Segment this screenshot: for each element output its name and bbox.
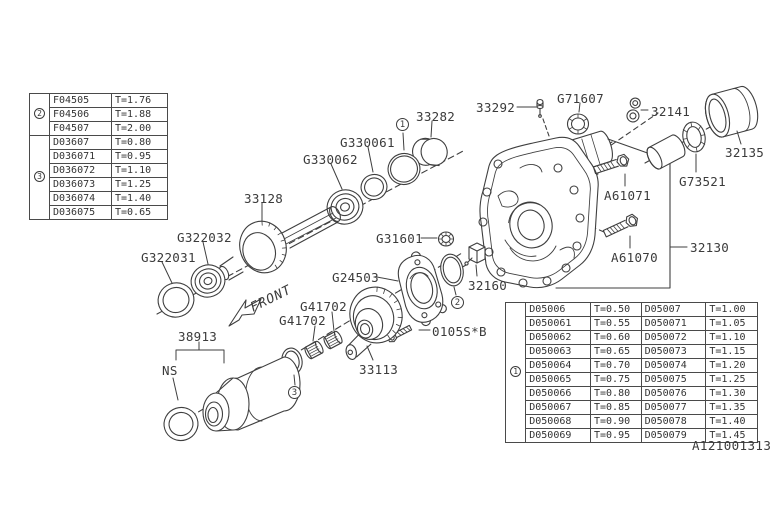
- bearing-g322032: [190, 264, 226, 298]
- drawing-number: A121001313: [692, 438, 772, 453]
- front-arrow: [228, 298, 262, 327]
- table-row: F04507 T=2.00: [30, 121, 168, 136]
- table-row: D050064 T=0.70 D050074 T=1.20: [506, 358, 758, 373]
- bearing-sleeve: [646, 134, 686, 170]
- bushing-g41702-front: [304, 340, 324, 360]
- group-marker-cell: 3: [29, 135, 50, 220]
- group-marker-1: 1: [510, 366, 522, 378]
- part-label-ns: NS: [162, 363, 178, 378]
- table-row: D050068 T=0.90 D050078 T=1.40: [506, 414, 758, 429]
- part-label-a61070: A61070: [611, 250, 658, 265]
- leader-lines: [161, 102, 742, 401]
- part-label-32141: 32141: [651, 104, 691, 119]
- clip-32141: [626, 97, 641, 123]
- part-label-33292: 33292: [476, 100, 516, 115]
- part-label-32135: 32135: [725, 145, 765, 160]
- housing-bore: [508, 201, 553, 249]
- seal-g71607: [566, 113, 590, 135]
- part-label-g71607: G71607: [557, 91, 604, 106]
- oil-seal-ns: [163, 406, 199, 442]
- callout-marker-1: 1: [396, 118, 409, 131]
- part-label-g322031: G322031: [141, 250, 196, 265]
- part-label-g41702-upper: G41702: [300, 299, 347, 314]
- part-label-33282: 33282: [416, 109, 456, 124]
- table-row: D036072 T=1.10: [30, 163, 168, 178]
- part-label-g24503: G24503: [332, 270, 379, 285]
- table-row: D050062 T=0.60 D050072 T=1.10: [506, 330, 758, 345]
- table-row: D036074 T=1.40: [30, 191, 168, 206]
- bearing-g330062: [326, 189, 364, 225]
- table-row: D050061 T=0.55 D050071 T=1.05: [506, 316, 758, 331]
- seal-g73521: [682, 121, 706, 153]
- table-row: 1 D05006 T=0.50 D05007 T=1.00: [504, 302, 758, 443]
- housing-bolt-holes: [478, 159, 585, 288]
- part-label-33113: 33113: [359, 362, 399, 377]
- part-label-g330062: G330062: [303, 152, 358, 167]
- bolt-a61071: [592, 153, 630, 175]
- table-row: F04506 T=1.88: [30, 107, 168, 122]
- retainer-g24503: [397, 251, 447, 327]
- coupling-38913: [202, 356, 301, 432]
- table-row: D050067 T=0.85 D050077 T=1.35: [506, 400, 758, 415]
- bushing-g41702-rear: [323, 330, 343, 350]
- table-row: D050069 T=0.95 D050079 T=1.45: [506, 428, 758, 443]
- part-label-g41702-lower: G41702: [279, 313, 326, 328]
- sleeve-32135: [704, 85, 759, 138]
- table-row: 2 F04505 T=1.76: [29, 93, 168, 136]
- part-label-38913: 38913: [178, 329, 218, 344]
- part-label-g31601: G31601: [376, 231, 423, 246]
- table-row: D036073 T=1.25: [30, 177, 168, 192]
- switch-32160: [464, 242, 486, 266]
- shaft-33128: [215, 206, 341, 281]
- group-marker-3: 3: [34, 171, 45, 183]
- table-row: D050066 T=0.80 D050076 T=1.30: [506, 386, 758, 401]
- table-row: D050065 T=0.75 D050075 T=1.25: [506, 372, 758, 387]
- transfer-case-housing: [478, 130, 613, 289]
- part-label-g322032: G322032: [177, 230, 232, 245]
- snap-ring-2: [440, 253, 464, 287]
- group-marker-cell: 2: [29, 93, 50, 136]
- table-row: 3 D03607 T=0.80: [29, 135, 168, 220]
- group-marker-2: 2: [34, 108, 45, 120]
- housing-ribs: [497, 164, 575, 262]
- collar-33282: [412, 137, 448, 167]
- bolt-a61070: [602, 213, 638, 238]
- part-label-a61071: A61071: [604, 188, 651, 203]
- part-label-g330061: G330061: [340, 135, 395, 150]
- table-row: D036075 T=0.65: [30, 205, 168, 220]
- ring-g31601: [437, 231, 455, 247]
- part-label-32130: 32130: [690, 240, 730, 255]
- shim-table-small: 2 F04505 T=1.76 F04506 T=1.88 F04507 T=2…: [29, 93, 168, 220]
- o-ring-1: [387, 152, 421, 186]
- callout-marker-3: 3: [288, 386, 301, 399]
- part-label-33128: 33128: [244, 191, 284, 206]
- ring-g330061: [360, 173, 388, 201]
- table-row: D050063 T=0.65 D050073 T=1.15: [506, 344, 758, 359]
- callout-marker-2: 2: [451, 296, 464, 309]
- part-label-32160: 32160: [468, 278, 508, 293]
- part-label-g73521: G73521: [679, 174, 726, 189]
- table-row: D036071 T=0.95: [30, 149, 168, 164]
- part-label-0105sb: 0105S*B: [432, 324, 487, 339]
- ring-g322031: [157, 282, 195, 318]
- shim-table-large: 1 D05006 T=0.50 D05007 T=1.00 D050061 T=…: [504, 302, 758, 443]
- screw-33292: [536, 98, 544, 118]
- gear-33113: [345, 286, 403, 361]
- group-marker-cell: 1: [504, 302, 527, 443]
- bracket-32130: [555, 138, 688, 289]
